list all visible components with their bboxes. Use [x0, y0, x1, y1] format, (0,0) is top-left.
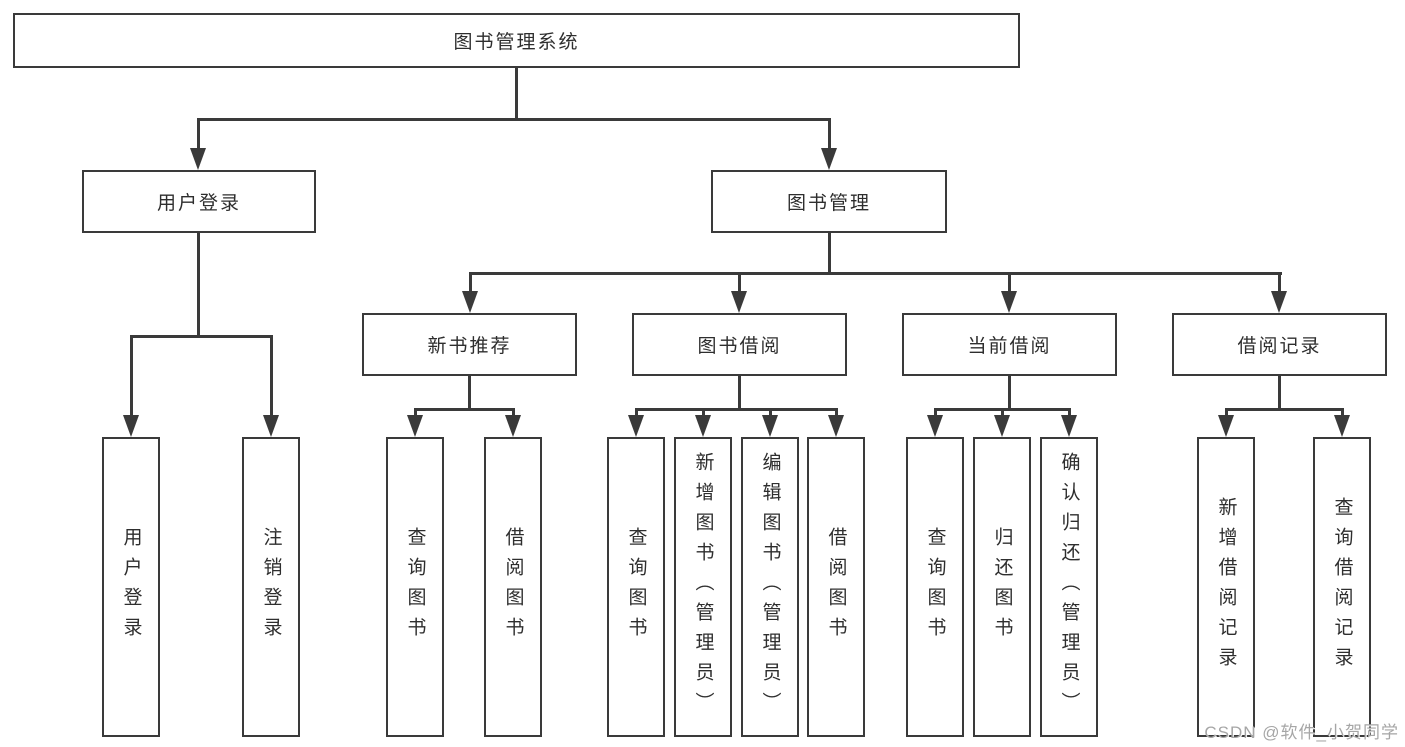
leaf-user-login: 用户登录: [102, 437, 160, 737]
leaf-label: 查询图书: [924, 527, 946, 647]
leaf-query-books-recommend: 查询图书: [386, 437, 444, 737]
connector-to-group: [1008, 272, 1011, 294]
arrow-down-icon: [1271, 291, 1287, 313]
leaf-label: 借阅图书: [502, 527, 524, 647]
connector-book-mgmt-bar: [469, 272, 1282, 275]
arrow-down-icon: [1001, 291, 1017, 313]
node-book-management-label: 图书管理: [786, 193, 871, 214]
leaf-add-borrow-record: 新增借阅记录: [1197, 437, 1255, 737]
connector-to-book-management: [828, 118, 831, 151]
connector-book-mgmt-stem: [828, 233, 831, 275]
arrow-down-icon: [927, 415, 943, 437]
leaf-query-borrow-record: 查询借阅记录: [1313, 437, 1371, 737]
arrow-down-icon: [1061, 415, 1077, 437]
connector-user-login-stem: [197, 233, 200, 335]
node-user-login: 用户登录: [82, 170, 316, 233]
connector-to-user-login: [197, 118, 200, 151]
csdn-watermark: CSDN @软件_小贺同学: [1204, 723, 1399, 742]
node-library-system: 图书管理系统: [13, 13, 1020, 68]
arrow-down-icon: [695, 415, 711, 437]
connector-to-group: [1278, 272, 1281, 294]
connector-to-leaf: [635, 408, 638, 418]
arrow-down-icon: [628, 415, 644, 437]
connector-group3-stem: [1008, 376, 1011, 408]
node-new-book-recommendation: 新书推荐: [362, 313, 577, 376]
connector-to-group: [469, 272, 472, 294]
arrow-down-icon: [190, 148, 206, 170]
connector-group1-bar: [414, 408, 515, 411]
connector-root-stem: [515, 68, 518, 118]
leaf-borrow-books-recommend: 借阅图书: [484, 437, 542, 737]
arrow-down-icon: [762, 415, 778, 437]
node-user-login-label: 用户登录: [156, 193, 241, 214]
connector-group2-bar: [635, 408, 838, 411]
leaf-confirm-return-admin: 确认归还（管理员）: [1040, 437, 1098, 737]
node-library-system-label: 图书管理系统: [453, 32, 580, 53]
connector-to-leaf: [270, 335, 273, 417]
node-book-borrowing: 图书借阅: [632, 313, 847, 376]
node-new-book-recommendation-label: 新书推荐: [427, 336, 512, 357]
connector-to-leaf: [414, 408, 417, 418]
connector-group2-stem: [738, 376, 741, 408]
arrow-down-icon: [407, 415, 423, 437]
leaf-edit-book-admin: 编辑图书（管理员）: [741, 437, 799, 737]
arrow-down-icon: [505, 415, 521, 437]
node-book-borrowing-label: 图书借阅: [697, 336, 782, 357]
connector-to-leaf: [1225, 408, 1228, 418]
leaf-query-books-borrowing: 查询图书: [607, 437, 665, 737]
leaf-label: 查询借阅记录: [1331, 497, 1353, 677]
node-borrowing-records-label: 借阅记录: [1237, 336, 1322, 357]
leaf-borrow-books-borrowing: 借阅图书: [807, 437, 865, 737]
arrow-down-icon: [263, 415, 279, 437]
node-current-borrowing-label: 当前借阅: [967, 336, 1052, 357]
connector-group1-stem: [468, 376, 471, 408]
leaf-return-book: 归还图书: [973, 437, 1031, 737]
leaf-label: 用户登录: [120, 527, 142, 647]
arrow-down-icon: [821, 148, 837, 170]
connector-to-leaf: [1001, 408, 1004, 418]
arrow-down-icon: [123, 415, 139, 437]
arrow-down-icon: [1334, 415, 1350, 437]
connector-to-leaf: [702, 408, 705, 418]
node-current-borrowing: 当前借阅: [902, 313, 1117, 376]
leaf-query-books-current: 查询图书: [906, 437, 964, 737]
leaf-add-book-admin: 新增图书（管理员）: [674, 437, 732, 737]
connector-to-leaf: [1068, 408, 1071, 418]
arrow-down-icon: [731, 291, 747, 313]
leaf-label: 新增借阅记录: [1215, 497, 1237, 677]
connector-to-leaf: [512, 408, 515, 418]
connector-to-leaf: [934, 408, 937, 418]
leaf-label: 确认归还（管理员）: [1058, 452, 1080, 722]
connector-to-leaf: [130, 335, 133, 417]
connector-to-leaf: [1341, 408, 1344, 418]
leaf-label: 归还图书: [991, 527, 1013, 647]
leaf-label: 编辑图书（管理员）: [759, 452, 781, 722]
arrow-down-icon: [828, 415, 844, 437]
connector-user-login-bar: [130, 335, 273, 338]
connector-root-bar: [197, 118, 831, 121]
arrow-down-icon: [994, 415, 1010, 437]
leaf-label: 注销登录: [260, 527, 282, 647]
connector-to-leaf: [835, 408, 838, 418]
leaf-logout: 注销登录: [242, 437, 300, 737]
connector-group4-stem: [1278, 376, 1281, 408]
connector-to-leaf: [769, 408, 772, 418]
leaf-label: 查询图书: [404, 527, 426, 647]
connector-group4-bar: [1225, 408, 1344, 411]
node-borrowing-records: 借阅记录: [1172, 313, 1387, 376]
connector-to-group: [738, 272, 741, 294]
leaf-label: 查询图书: [625, 527, 647, 647]
node-book-management: 图书管理: [711, 170, 947, 233]
arrow-down-icon: [462, 291, 478, 313]
arrow-down-icon: [1218, 415, 1234, 437]
leaf-label: 借阅图书: [825, 527, 847, 647]
leaf-label: 新增图书（管理员）: [692, 452, 714, 722]
